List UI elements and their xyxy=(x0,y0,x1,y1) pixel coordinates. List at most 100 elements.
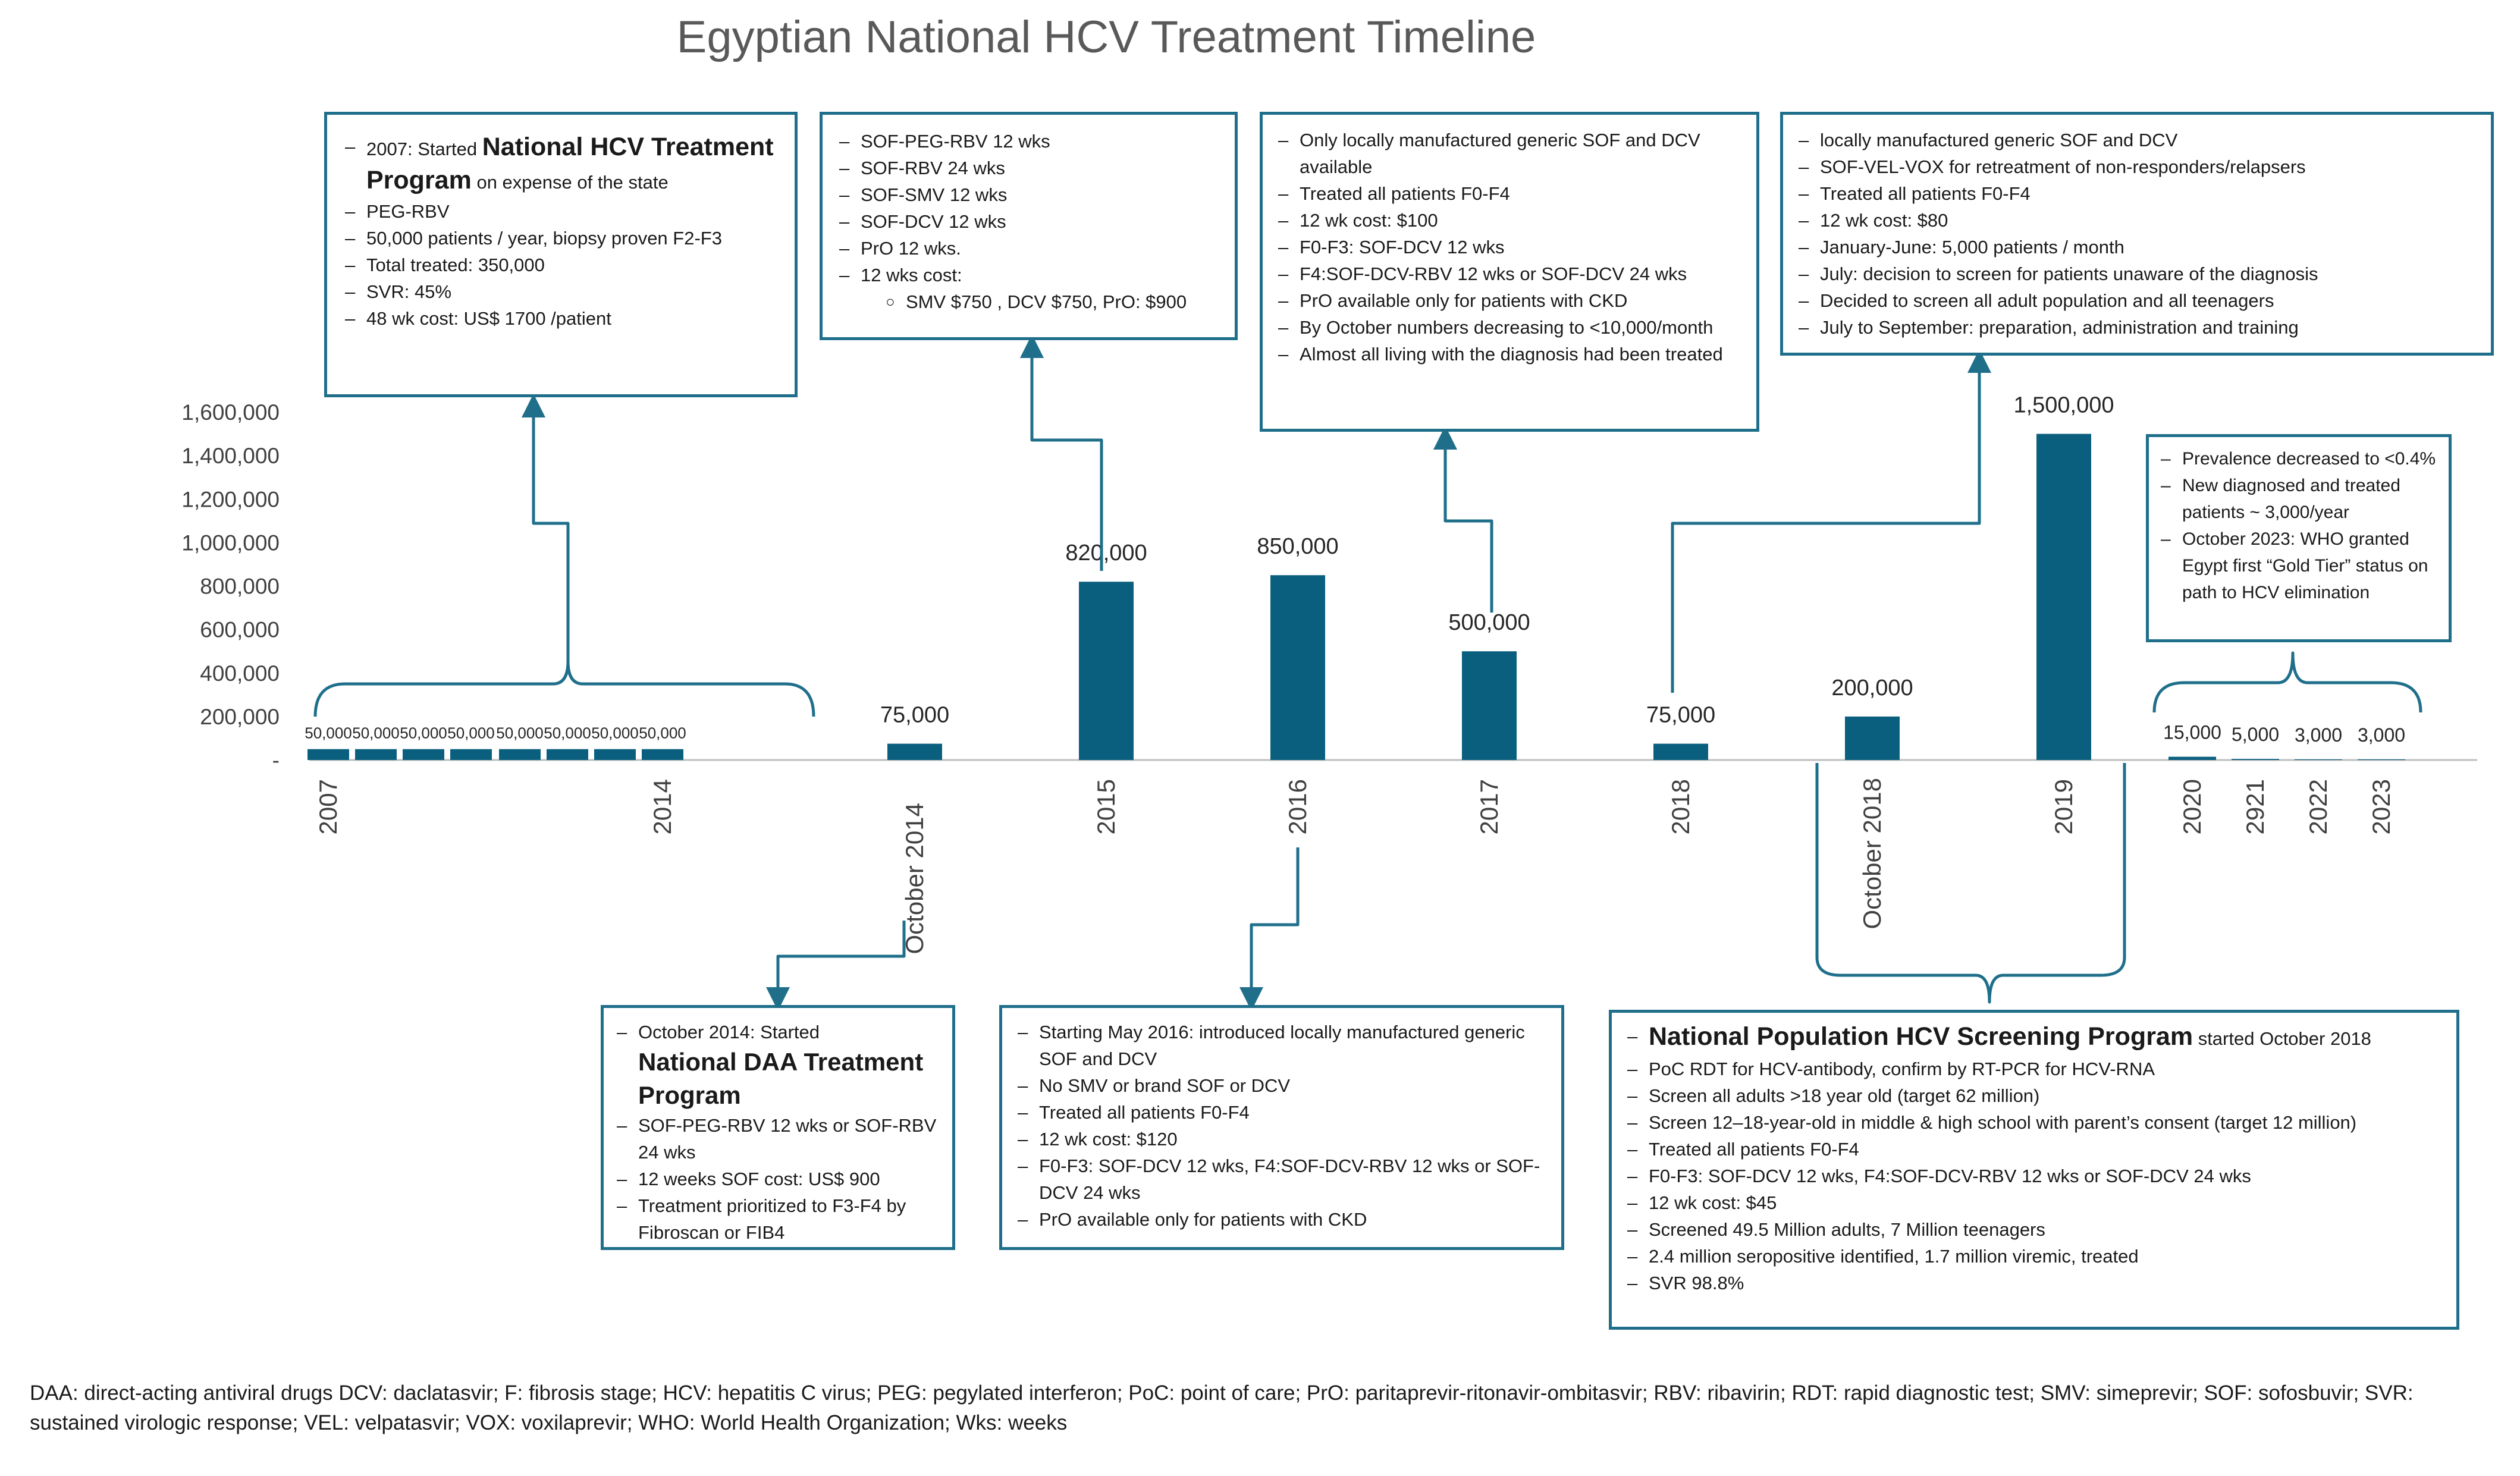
callout-screening-item: Screen all adults >18 year old (target 6… xyxy=(1627,1082,2441,1109)
bars-layer xyxy=(307,434,2405,760)
bar-value-label: 820,000 xyxy=(1065,541,1147,566)
bar-value-label: 50,000 xyxy=(447,724,495,742)
bar-value-label: 50,000 xyxy=(591,724,639,742)
bar xyxy=(887,743,942,760)
callout-2016-list: Starting May 2016: introduced locally ma… xyxy=(1018,1019,1546,1233)
callout-2015-item: SOF-DCV 12 wks xyxy=(839,208,1218,235)
callout-2018-item: Decided to screen all adult population a… xyxy=(1799,287,2475,314)
bar xyxy=(499,749,541,760)
bar-value-label: 3,000 xyxy=(2295,724,2342,746)
y-tick-label: 600,000 xyxy=(200,618,280,642)
bar xyxy=(594,749,636,760)
callout-2020-2023: Prevalence decreased to <0.4%New diagnos… xyxy=(2146,434,2452,642)
callout-screening-item: Treated all patients F0-F4 xyxy=(1627,1136,2441,1163)
callout-2017: Only locally manufactured generic SOF an… xyxy=(1260,112,1759,432)
callout-screening-item: 2.4 million seropositive identified, 1.7… xyxy=(1627,1243,2441,1270)
x-tick-label: 2921 xyxy=(2241,779,2269,834)
bar xyxy=(355,749,397,760)
callout-daa-item: 12 weeks SOF cost: US$ 900 xyxy=(617,1166,939,1192)
callout-2015: SOF-PEG-RBV 12 wksSOF-RBV 24 wksSOF-SMV … xyxy=(820,112,1238,340)
callout-2018-item: July: decision to screen for patients un… xyxy=(1799,260,2475,287)
callout-2015-item: 12 wks cost: xyxy=(839,262,1218,288)
callout-2016-item: Treated all patients F0-F4 xyxy=(1018,1099,1546,1126)
bar-value-label: 50,000 xyxy=(544,724,591,742)
connectors-layer xyxy=(313,334,2422,1011)
y-tick-label: 1,200,000 xyxy=(181,487,280,511)
bar xyxy=(307,749,349,760)
callout-2016-item: 12 wk cost: $120 xyxy=(1018,1126,1546,1152)
bar-value-label: 5,000 xyxy=(2232,724,2279,745)
x-tick-label: 2019 xyxy=(2050,779,2077,834)
callout-screening-program: National Population HCV Screening Progra… xyxy=(1609,1010,2459,1330)
x-tick-label: 2017 xyxy=(1475,779,1503,834)
callout-2017-item: PrO available only for patients with CKD xyxy=(1278,287,1741,314)
callout-2017-item: Treated all patients F0-F4 xyxy=(1278,180,1741,207)
callout-2017-item: F4:SOF-DCV-RBV 12 wks or SOF-DCV 24 wks xyxy=(1278,260,1741,287)
callout-2017-item: Almost all living with the diagnosis had… xyxy=(1278,341,1741,368)
callout-2018: locally manufactured generic SOF and DCV… xyxy=(1780,112,2494,356)
callout-2017-item: By October numbers decreasing to <10,000… xyxy=(1278,314,1741,341)
connector-october-2014 xyxy=(766,921,906,1011)
abbreviations-footer: DAA: direct-acting antiviral drugs DCV: … xyxy=(30,1381,2414,1434)
y-tick-label: 800,000 xyxy=(200,574,280,599)
callout-2017-item: 12 wk cost: $100 xyxy=(1278,207,1741,234)
y-tick-label: 400,000 xyxy=(200,661,280,686)
brace-2007-2014 xyxy=(313,660,815,717)
callout-2015-item: PrO 12 wks. xyxy=(839,235,1218,262)
connector-2007 xyxy=(522,394,570,661)
y-tick-label: 200,000 xyxy=(200,705,280,729)
callout-2016-item: No SMV or brand SOF or DCV xyxy=(1018,1072,1546,1099)
screening-heading: National Population HCV Screening Progra… xyxy=(1627,1020,2441,1056)
bar-value-label: 500,000 xyxy=(1448,610,1530,635)
x-tick-label: 2014 xyxy=(648,779,676,834)
connector-2018 xyxy=(1671,349,1991,693)
callout-screening-list: National Population HCV Screening Progra… xyxy=(1627,1020,2441,1296)
callout-2015-sub-item: SMV $750 , DCV $750, PrO: $900 xyxy=(839,288,1218,315)
callout-2007-item: PEG-RBV xyxy=(345,198,778,225)
callout-2017-list: Only locally manufactured generic SOF an… xyxy=(1278,127,1741,368)
callout-2007-list: 2007: Started National HCV Treatment Pro… xyxy=(345,131,778,332)
callout-screening-item: F0-F3: SOF-DCV 12 wks, F4:SOF-DCV-RBV 12… xyxy=(1627,1163,2441,1189)
callout-2017-item: F0-F3: SOF-DCV 12 wks xyxy=(1278,234,1741,260)
callout-2018-item: SOF-VEL-VOX for retreatment of non-respo… xyxy=(1799,153,2475,180)
y-tick-label: 1,600,000 xyxy=(181,400,280,425)
callout-2017-item: Only locally manufactured generic SOF an… xyxy=(1278,127,1741,180)
bar xyxy=(642,749,683,760)
y-tick-label: 1,400,000 xyxy=(181,444,280,468)
callout-2015-item: SOF-SMV 12 wks xyxy=(839,181,1218,208)
bar xyxy=(2232,759,2279,760)
connector-2015 xyxy=(1020,334,1103,571)
bar xyxy=(1845,716,1900,760)
x-tick-label: 2020 xyxy=(2178,779,2206,834)
callout-daa-item: SOF-PEG-RBV 12 wks or SOF-RBV 24 wks xyxy=(617,1112,939,1166)
brace-2020-2023 xyxy=(2152,651,2422,713)
bar-value-label: 3,000 xyxy=(2358,724,2405,746)
callout-screening-item: 12 wk cost: $45 xyxy=(1627,1189,2441,1216)
callout-2020-item: Prevalence decreased to <0.4% xyxy=(2161,445,2438,472)
bar xyxy=(403,749,444,760)
callout-2007-program: 2007: Started National HCV Treatment Pro… xyxy=(324,112,798,397)
callout-2007-item: SVR: 45% xyxy=(345,278,778,305)
callout-2018-item: Treated all patients F0-F4 xyxy=(1799,180,2475,207)
bar-value-label: 1,500,000 xyxy=(2013,393,2114,418)
bar xyxy=(1653,743,1708,760)
callout-2007-item: 50,000 patients / year, biopsy proven F2… xyxy=(345,225,778,252)
callout-2018-item: January-June: 5,000 patients / month xyxy=(1799,234,2475,260)
x-tick-label: 2007 xyxy=(314,779,342,834)
program-name: National HCV Treatment Program xyxy=(366,133,774,194)
callout-2018-item: 12 wk cost: $80 xyxy=(1799,207,2475,234)
callout-2018-list: locally manufactured generic SOF and DCV… xyxy=(1799,127,2475,341)
bar xyxy=(2295,759,2342,760)
x-tick-label: 2015 xyxy=(1092,779,1120,834)
callout-screening-item: Screened 49.5 Million adults, 7 Million … xyxy=(1627,1216,2441,1243)
bar xyxy=(2168,756,2216,760)
x-tick-label: October 2018 xyxy=(1858,778,1886,929)
bar xyxy=(547,749,588,760)
bar-value-label: 50,000 xyxy=(352,724,400,742)
y-tick-label: 1,000,000 xyxy=(181,530,280,555)
